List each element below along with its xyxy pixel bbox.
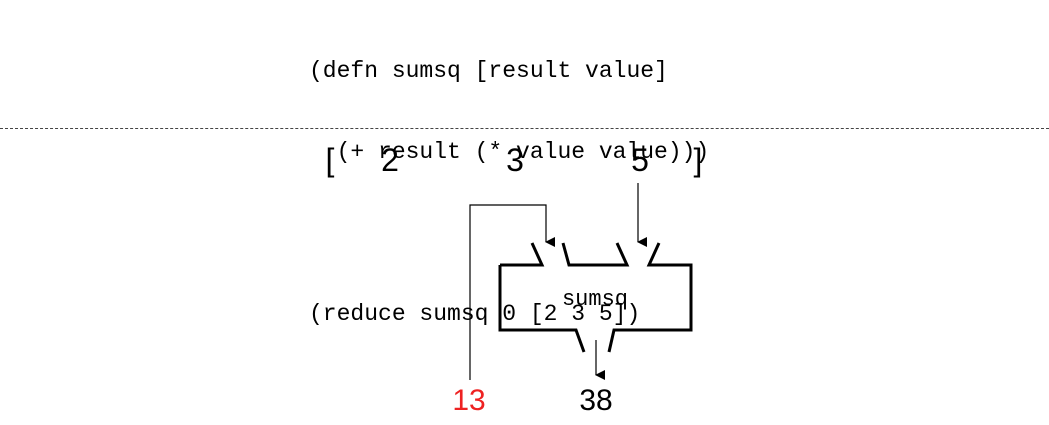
function-label: sumsq xyxy=(562,287,628,312)
vector-close-bracket: ] xyxy=(694,142,703,178)
function-box xyxy=(498,242,693,353)
code-line: (defn sumsq [result value] xyxy=(309,58,668,84)
accumulator-value: 13 xyxy=(452,384,485,417)
vector-open-bracket: [ xyxy=(326,142,335,178)
vector-item: 2 xyxy=(381,142,399,178)
code-line: (reduce sumsq 0 [2 3 5]) xyxy=(309,301,641,327)
result-value: 38 xyxy=(579,384,612,417)
section-divider xyxy=(0,128,1049,129)
vector-item: 3 xyxy=(506,142,524,178)
accumulator-feedback-arrow xyxy=(469,204,555,380)
vector-item: 5 xyxy=(631,142,649,178)
code-line: (+ result (* value value))) xyxy=(309,139,710,165)
code-block: (defn sumsq [result value] (+ result (* … xyxy=(309,4,709,355)
